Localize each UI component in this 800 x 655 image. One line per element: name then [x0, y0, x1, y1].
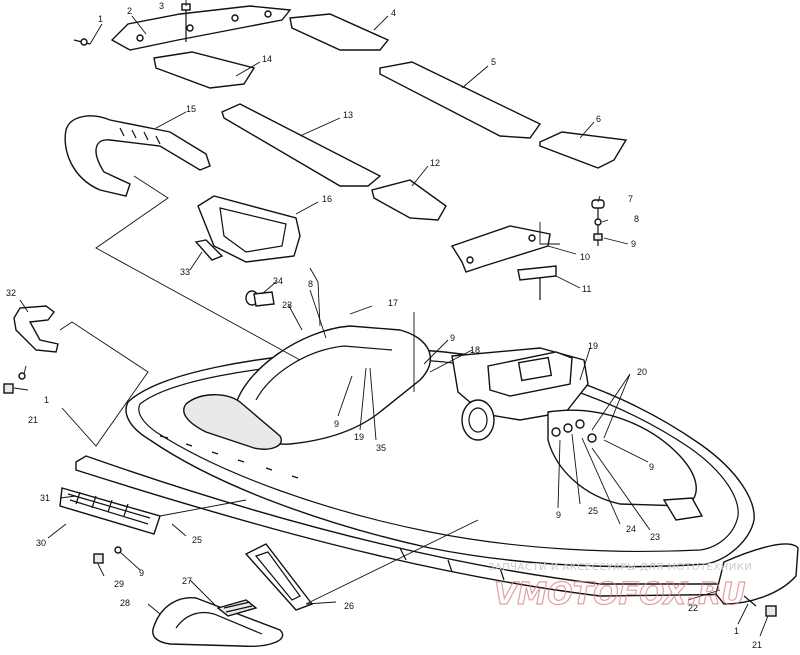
callout-28: 28 — [120, 598, 130, 608]
callout-8: 8 — [634, 214, 639, 224]
callout-15: 15 — [186, 104, 196, 114]
callout-27: 27 — [182, 576, 192, 586]
callout-6: 6 — [596, 114, 601, 124]
part-16-storage-tray — [197, 195, 301, 263]
callout-35: 35 — [376, 443, 386, 453]
part-26-side-frame — [244, 543, 314, 611]
callout-9: 9 — [139, 568, 144, 578]
callout-21: 21 — [28, 415, 38, 425]
callout-19: 19 — [588, 341, 598, 351]
callout-23: 23 — [650, 532, 660, 542]
part-6-pad — [539, 131, 628, 169]
part-22-nose-bumper — [715, 543, 799, 605]
part-11-bracket — [517, 265, 557, 300]
callout-9: 9 — [649, 462, 654, 472]
part-5-long-pad — [379, 61, 542, 139]
callout-20: 20 — [637, 367, 647, 377]
callout-11: 11 — [582, 284, 591, 294]
callout-1: 1 — [44, 395, 49, 405]
callout-7: 7 — [628, 194, 633, 204]
callout-labels: 1 2 3 4 14 5 15 13 6 12 16 7 8 9 10 33 3… — [6, 1, 762, 650]
callout-2: 2 — [127, 6, 132, 16]
part-32-bracket — [13, 305, 59, 353]
part-33-clip — [194, 239, 224, 261]
callout-31: 31 — [40, 493, 50, 503]
part-2-front-cover — [110, 5, 292, 51]
callout-9: 9 — [334, 419, 339, 429]
callout-1: 1 — [98, 14, 103, 24]
callout-1: 1 — [734, 626, 739, 636]
callout-18: 18 — [470, 345, 480, 355]
part-21-fastener-left — [3, 372, 26, 394]
leader-lines — [13, 0, 769, 637]
callout-26: 26 — [344, 601, 354, 611]
watermark-logo: VMOTOFOX.RU — [494, 577, 745, 612]
callout-5: 5 — [491, 57, 496, 67]
part-14-pad — [153, 51, 256, 89]
callout-34: 34 — [273, 276, 283, 286]
part-27-grille — [216, 599, 258, 617]
callout-3: 3 — [159, 1, 164, 11]
part-13-long-pad — [221, 103, 382, 187]
part-30-31-vent-scoop — [59, 487, 161, 535]
callout-24: 24 — [626, 524, 636, 534]
part-12-pad — [371, 179, 447, 221]
part-1-screw-top-left — [73, 38, 91, 46]
callout-30: 30 — [36, 538, 46, 548]
part-7-8-9-fasteners — [591, 199, 605, 246]
callout-25: 25 — [588, 506, 598, 516]
callout-21: 21 — [752, 640, 762, 650]
callout-8: 8 — [308, 279, 313, 289]
part-29-9-fasteners — [93, 546, 122, 564]
callout-33: 33 — [180, 267, 190, 277]
part-28-side-scoop — [152, 597, 284, 648]
hull — [125, 325, 755, 568]
callout-10: 10 — [580, 252, 590, 262]
part-34-valve — [245, 290, 275, 307]
callout-4: 4 — [391, 8, 396, 18]
callout-9: 9 — [631, 239, 636, 249]
callout-22: 22 — [688, 603, 698, 613]
callout-32: 32 — [6, 288, 16, 298]
callout-19: 19 — [354, 432, 364, 442]
callout-17: 17 — [388, 298, 398, 308]
callout-25: 25 — [192, 535, 202, 545]
callout-9: 9 — [556, 510, 561, 520]
callout-9: 9 — [450, 333, 455, 343]
callout-23: 23 — [282, 300, 292, 310]
part-4-pad — [289, 13, 390, 51]
watermark: ЗАПЧАСТИ И АКСЕССУАРЫ ДЛЯ МОТОТЕХНИКИ VM… — [488, 562, 752, 613]
part-15-grab-rail — [64, 115, 211, 197]
part-10-bracket — [450, 225, 551, 273]
callout-29: 29 — [114, 579, 124, 589]
watermark-caption: ЗАПЧАСТИ И АКСЕССУАРЫ ДЛЯ МОТОТЕХНИКИ — [488, 562, 752, 573]
callout-14: 14 — [262, 54, 272, 64]
part-21-fastener-right — [743, 595, 777, 617]
callout-16: 16 — [322, 194, 332, 204]
callout-13: 13 — [343, 110, 353, 120]
callout-12: 12 — [430, 158, 440, 168]
